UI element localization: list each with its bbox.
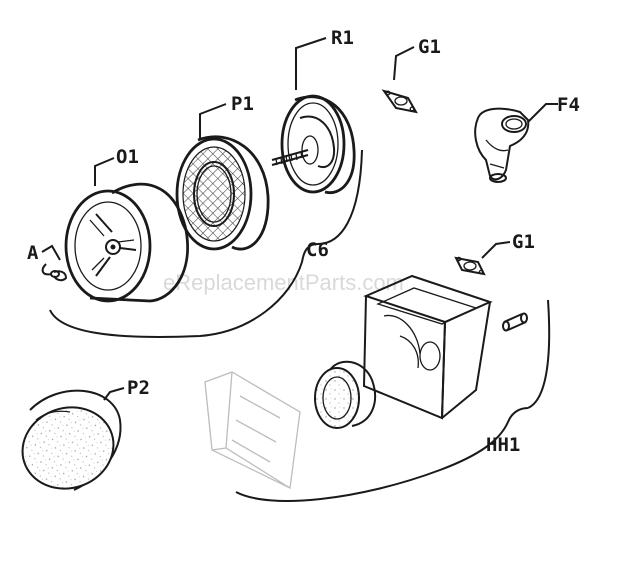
housing-box (362, 274, 493, 420)
label-g1-mid: G1 (512, 231, 535, 253)
leader-a (41, 244, 61, 261)
label-r1: R1 (331, 27, 354, 49)
elbow-f4 (474, 107, 530, 183)
label-hh1: HH1 (486, 434, 520, 456)
leader-g1-top (393, 46, 415, 81)
foam-block (204, 371, 301, 489)
back-plate-r1 (271, 94, 356, 195)
leader-r1 (295, 37, 327, 90)
label-a: A (27, 242, 39, 264)
leader-p2 (103, 387, 125, 401)
label-c6: C6 (306, 239, 329, 261)
foam-precleaner-p2 (21, 389, 122, 491)
watermark-text: eReplacementParts.com (163, 270, 404, 295)
label-p2: P2 (127, 377, 150, 399)
hh1-brace (235, 299, 551, 502)
gasket-g1-top (381, 89, 418, 114)
wing-nut-a (41, 263, 68, 282)
leader-o1 (94, 157, 115, 186)
foam-sleeve (314, 360, 377, 429)
label-p1: P1 (231, 93, 254, 115)
label-g1-top: G1 (418, 36, 441, 58)
label-f4: F4 (557, 94, 580, 116)
label-o1: O1 (116, 146, 139, 168)
pin (502, 312, 528, 332)
filter-element-p1 (175, 135, 270, 251)
leader-p1 (199, 103, 227, 138)
gasket-g1-mid (454, 256, 486, 276)
c6-brace (49, 149, 363, 338)
leader-g1-mid (481, 241, 511, 259)
leader-f4 (527, 103, 558, 123)
